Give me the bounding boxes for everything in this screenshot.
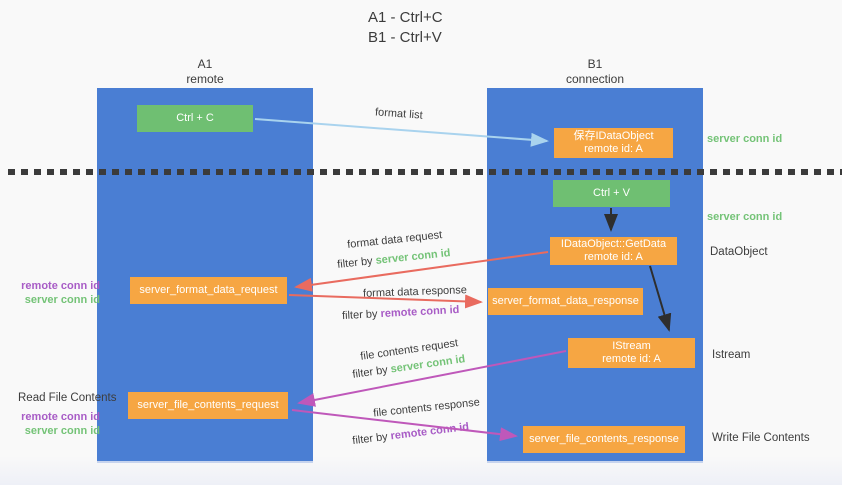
node-ctrl-c: Ctrl + C bbox=[137, 105, 253, 132]
filter-value-server-1: server conn id bbox=[375, 247, 452, 267]
filter-value-remote-2: remote conn id bbox=[389, 420, 470, 443]
arrow-label-filter-by-remote-2: filter by remote conn id bbox=[352, 421, 470, 447]
label-server-conn-id-top: server conn id bbox=[707, 133, 783, 145]
label-server-conn-id-mid: server conn id bbox=[707, 211, 783, 223]
node-server-file-contents-response-label: server_file_contents_response bbox=[529, 433, 679, 445]
lane-header-a1: A1 remote bbox=[97, 57, 313, 87]
lane-header-b1: B1 connection bbox=[487, 57, 703, 87]
node-save-idataobject: 保存IDataObject remote id: A bbox=[554, 128, 673, 158]
label-server-conn-id-2: server conn id bbox=[24, 425, 100, 437]
arrow-label-file-contents-response: file contents response bbox=[372, 396, 481, 420]
label-group-format-conn-ids: remote conn id server conn id bbox=[10, 279, 100, 307]
label-write-file-contents: Write File Contents bbox=[712, 432, 810, 444]
node-ctrl-c-label: Ctrl + C bbox=[176, 112, 214, 124]
node-server-format-data-request: server_format_data_request bbox=[130, 277, 287, 304]
label-remote-conn-id-1: remote conn id bbox=[21, 280, 100, 292]
arrow-label-format-data-response: format data response bbox=[362, 284, 468, 300]
filter-prefix-3: filter by bbox=[351, 364, 389, 381]
node-ctrl-v-label: Ctrl + V bbox=[593, 187, 630, 199]
filter-value-remote-1: remote conn id bbox=[380, 303, 460, 321]
title-line-2: B1 - Ctrl+V bbox=[368, 29, 442, 46]
node-istream: IStream remote id: A bbox=[568, 338, 695, 368]
node-server-format-data-response: server_format_data_response bbox=[488, 288, 643, 315]
node-ctrl-v: Ctrl + V bbox=[553, 180, 670, 207]
node-istream-line1: IStream bbox=[612, 340, 651, 352]
node-server-file-contents-request-label: server_file_contents_request bbox=[137, 399, 279, 411]
node-idataobject-getdata: IDataObject::GetData remote id: A bbox=[550, 237, 677, 265]
node-getdata-line1: IDataObject::GetData bbox=[560, 238, 667, 250]
label-istream: Istream bbox=[712, 349, 751, 361]
node-save-idataobject-line1: 保存IDataObject bbox=[573, 130, 654, 142]
arrow-label-format-list: format list bbox=[374, 106, 424, 122]
label-read-file-contents: Read File Contents bbox=[18, 392, 117, 404]
filter-prefix-4: filter by bbox=[351, 430, 389, 448]
lane-a1-name: A1 bbox=[197, 57, 213, 71]
node-istream-line2: remote id: A bbox=[602, 353, 661, 365]
label-server-conn-id-1: server conn id bbox=[24, 294, 100, 306]
diagram-title: A1 - Ctrl+C B1 - Ctrl+V bbox=[368, 8, 443, 48]
session-divider-dotted-line bbox=[8, 169, 842, 175]
node-server-format-data-response-label: server_format_data_response bbox=[492, 295, 639, 307]
arrow-label-filter-by-remote-1: filter by remote conn id bbox=[342, 304, 460, 322]
label-group-file-conn-ids: remote conn id server conn id bbox=[10, 410, 100, 438]
label-dataobject: DataObject bbox=[710, 246, 768, 258]
filter-prefix-1: filter by bbox=[336, 255, 374, 271]
label-remote-conn-id-2: remote conn id bbox=[21, 411, 100, 423]
arrow-label-filter-by-server-1: filter by server conn id bbox=[337, 247, 451, 271]
node-server-file-contents-response: server_file_contents_response bbox=[523, 426, 685, 453]
node-save-idataobject-line2: remote id: A bbox=[584, 143, 643, 155]
filter-prefix-2: filter by bbox=[341, 308, 378, 323]
node-getdata-line2: remote id: A bbox=[584, 251, 643, 263]
arrow-label-format-data-request: format data request bbox=[346, 229, 443, 251]
node-server-format-data-request-label: server_format_data_request bbox=[139, 284, 278, 296]
lane-b1-name: B1 bbox=[587, 57, 603, 71]
node-server-file-contents-request: server_file_contents_request bbox=[128, 392, 288, 419]
lane-a1-role: remote bbox=[186, 72, 224, 86]
lane-b1-role: connection bbox=[565, 72, 625, 86]
title-line-1: A1 - Ctrl+C bbox=[368, 9, 443, 26]
